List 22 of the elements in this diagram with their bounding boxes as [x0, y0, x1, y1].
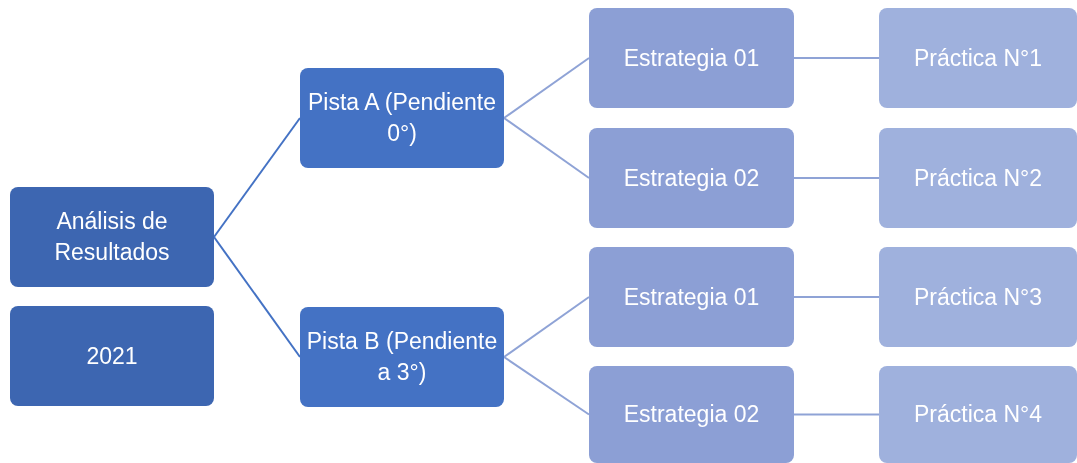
branch-box: Pista B (Pendiente a 3°) [300, 307, 504, 407]
connector-line [503, 57, 590, 119]
strategy-box: Estrategia 02 [589, 128, 794, 228]
practice-box: Práctica N°2 [879, 128, 1077, 228]
connector-line [793, 177, 880, 179]
strategy-box: Estrategia 01 [589, 8, 794, 108]
connector-line [213, 236, 301, 358]
connector-line [503, 296, 590, 358]
year-box: 2021 [10, 306, 214, 406]
connector-line [503, 117, 590, 179]
connector-line [503, 356, 590, 416]
connector-line [213, 117, 301, 238]
root-box: Análisis de Resultados [10, 187, 214, 287]
branch-box: Pista A (Pendiente 0°) [300, 68, 504, 168]
practice-box: Práctica N°4 [879, 366, 1077, 463]
practice-box: Práctica N°1 [879, 8, 1077, 108]
strategy-box: Estrategia 02 [589, 366, 794, 463]
connector-line [793, 413, 880, 416]
connector-line [793, 57, 880, 59]
strategy-box: Estrategia 01 [589, 247, 794, 347]
connector-line [793, 296, 880, 298]
practice-box: Práctica N°3 [879, 247, 1077, 347]
